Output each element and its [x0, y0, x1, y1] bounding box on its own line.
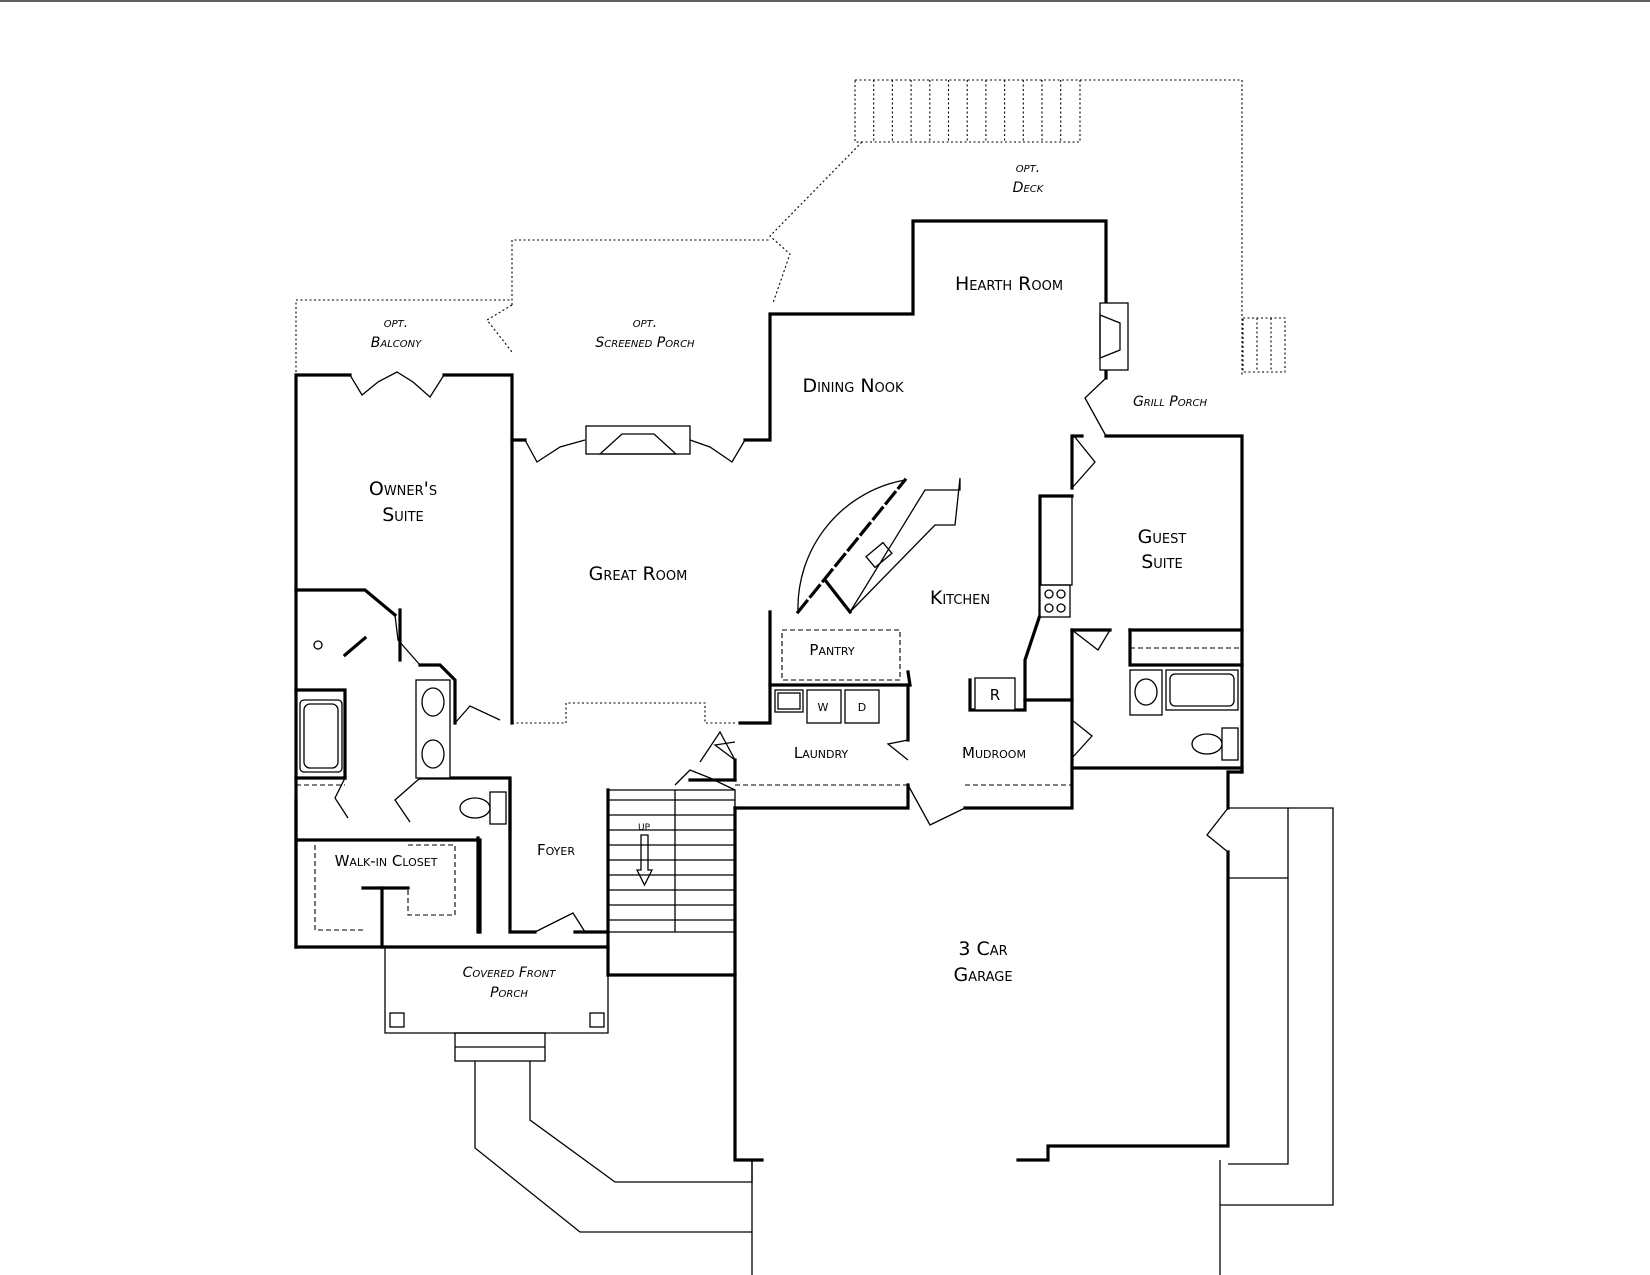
kitchen-sink-icon [865, 541, 893, 569]
fireplace-hearth [1099, 302, 1129, 371]
kitchen-label: Kitchen [930, 587, 990, 609]
pantry-label: Pantry [809, 641, 854, 659]
guest-suite-label-line2: Suite [1141, 551, 1183, 573]
dining-nook-label: Dining Nook [802, 375, 904, 397]
toilet-icon [459, 791, 507, 825]
owners-suite-label-line1: Owner's [369, 478, 437, 500]
optional-screened-porch [486, 239, 770, 353]
dryer-icon [844, 689, 880, 724]
opt-deck-label-line1: opt. [1016, 160, 1040, 176]
porch-column-icon [589, 1012, 605, 1028]
garage-label-line1: 3 Car [958, 938, 1007, 960]
optional-deck [769, 79, 1286, 375]
walk-in-closet-label: Walk-in Closet [335, 852, 438, 870]
laundry-sink-icon [774, 689, 804, 713]
opt-screened-porch-label-line2: Screened Porch [595, 335, 695, 351]
double-vanity-icon [415, 679, 451, 779]
opt-balcony-label-line2: Balcony [371, 335, 422, 351]
guest-suite-label-line1: Guest [1138, 526, 1187, 548]
opt-screened-porch-label-line1: opt. [633, 315, 657, 331]
fixtures [296, 302, 1242, 1062]
foyer-label: Foyer [537, 841, 575, 859]
driveway [474, 807, 1334, 1275]
cooktop-icon [1039, 584, 1071, 618]
hearth-room-label: Hearth Room [955, 273, 1063, 295]
covered-front-porch-label-line2: Porch [490, 985, 528, 1001]
guest-bathtub-icon [1165, 669, 1239, 711]
opt-balcony-label-line1: opt. [384, 315, 408, 331]
opt-deck-label-line2: Deck [1013, 180, 1045, 196]
laundry-label: Laundry [794, 744, 849, 762]
walls [294, 219, 1244, 1162]
garage-label-line2: Garage [953, 964, 1012, 986]
covered-front-porch-outline [384, 947, 609, 1034]
porch-column-icon [389, 1012, 405, 1028]
great-room-label: Great Room [589, 563, 688, 585]
grill-porch-label: Grill Porch [1133, 394, 1208, 410]
stairs [608, 769, 736, 933]
owners-suite-label-line2: Suite [382, 504, 424, 526]
dryer-label: D [858, 701, 866, 714]
fireplace-porch [585, 425, 691, 455]
optional-balcony [295, 299, 512, 372]
room-labels: opt. Deck Hearth Room opt. Balcony opt. … [335, 160, 1208, 1001]
door-swings [334, 371, 1229, 933]
refrigerator-label: R [990, 686, 1000, 704]
guest-toilet-icon [1191, 727, 1239, 761]
sink-icon [313, 640, 323, 650]
refrigerator-icon [974, 677, 1016, 711]
covered-front-porch-label-line1: Covered Front [463, 965, 557, 981]
washer-icon [806, 689, 842, 724]
mudroom-label: Mudroom [962, 744, 1026, 762]
up-arrow-icon [635, 834, 654, 887]
bathtub-icon [299, 699, 343, 773]
great-room-opening [512, 702, 735, 724]
washer-label: W [818, 701, 829, 714]
stairs-direction-label: UP [638, 823, 651, 833]
